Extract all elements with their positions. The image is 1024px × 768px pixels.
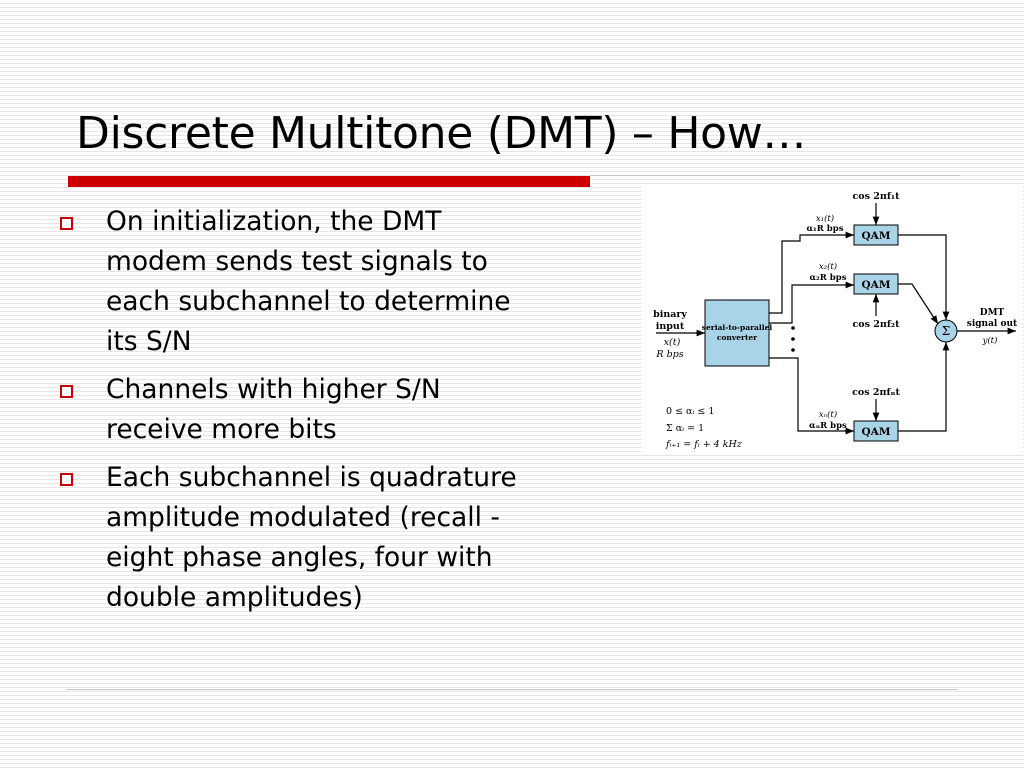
serial-to-parallel-converter (704, 299, 770, 367)
dmt-block-diagram: binary input x(t) R bps serial-to-parall… (642, 185, 1022, 455)
input-label-line-1: binary (653, 309, 687, 320)
bullet-line: On initialization, the DMT (106, 206, 442, 237)
square-bullet-icon (60, 217, 73, 230)
output-label-line-2: signal out (967, 319, 1018, 329)
bullet-line: Each subchannel is quadrature (106, 462, 517, 493)
carrier-label-2: cos 2πf₂t (853, 319, 901, 330)
output-signal-label: y(t) (982, 335, 998, 346)
qam-output-2 (898, 283, 939, 325)
qam-output-n (898, 342, 950, 432)
channel-rate-label-2: α₂R bps (810, 273, 847, 283)
carrier-label-n: cos 2πfₙt (852, 387, 900, 398)
channel-signal-label-n: xₙ(t) (819, 409, 837, 420)
ellipsis-dot (791, 337, 795, 341)
constraint-line-3: fᵢ₊₁ = fᵢ + 4 kHz (665, 439, 743, 450)
constraint-line-1: 0 ≤ αᵢ ≤ 1 (666, 406, 714, 417)
qam-label-n: QAM (862, 426, 891, 438)
qam-label-2: QAM (862, 279, 891, 291)
bullet-line: eight phase angles, four with (106, 542, 493, 573)
branch-line-2 (769, 281, 854, 324)
bullet-line: each subchannel to determine (106, 286, 511, 317)
square-bullet-icon (60, 385, 73, 398)
bullet-item: Each subchannel is quadrature amplitude … (58, 458, 648, 618)
square-bullet-icon (60, 473, 73, 486)
channel-signal-label-1: x₁(t) (816, 213, 834, 224)
title-rule (590, 175, 960, 176)
bullet-line: double amplitudes) (106, 582, 363, 613)
channel-rate-label-1: α₁R bps (807, 224, 844, 234)
qam-output-1 (898, 234, 950, 320)
bullet-line: its S/N (106, 326, 192, 357)
constraint-line-2: Σ αᵢ = 1 (666, 423, 704, 434)
bullet-list: On initialization, the DMT modem sends t… (58, 202, 648, 626)
bullet-line: Channels with higher S/N (106, 374, 441, 405)
output-label-line-1: DMT (980, 308, 1005, 318)
carrier-label-1: cos 2πf₁t (853, 191, 901, 202)
summer-symbol: Σ (942, 324, 950, 338)
ellipsis-dot (791, 326, 795, 330)
branch-line-n (769, 357, 854, 435)
ellipsis-dot (791, 348, 795, 352)
bullet-item: On initialization, the DMT modem sends t… (58, 202, 648, 362)
bullet-item: Channels with higher S/N receive more bi… (58, 370, 648, 450)
bullet-line: modem sends test signals to (106, 246, 488, 277)
slide-title: Discrete Multitone (DMT) – How… (76, 108, 807, 159)
bullet-line: amplitude modulated (recall - (106, 502, 500, 533)
input-signal-label: x(t) (664, 337, 681, 348)
input-rate-label: R bps (655, 349, 683, 360)
qam-label-1: QAM (862, 230, 891, 242)
title-accent-bar (68, 176, 590, 187)
input-label-line-2: input (656, 321, 685, 332)
channel-rate-label-n: αₙR bps (809, 421, 847, 431)
footer-rule (66, 689, 958, 690)
channel-signal-label-2: x₂(t) (819, 261, 837, 272)
converter-label-line-1: serial-to-parallel (702, 323, 773, 332)
branch-line-1 (769, 231, 854, 314)
converter-label-line-2: converter (717, 333, 758, 342)
bullet-line: receive more bits (106, 414, 337, 445)
